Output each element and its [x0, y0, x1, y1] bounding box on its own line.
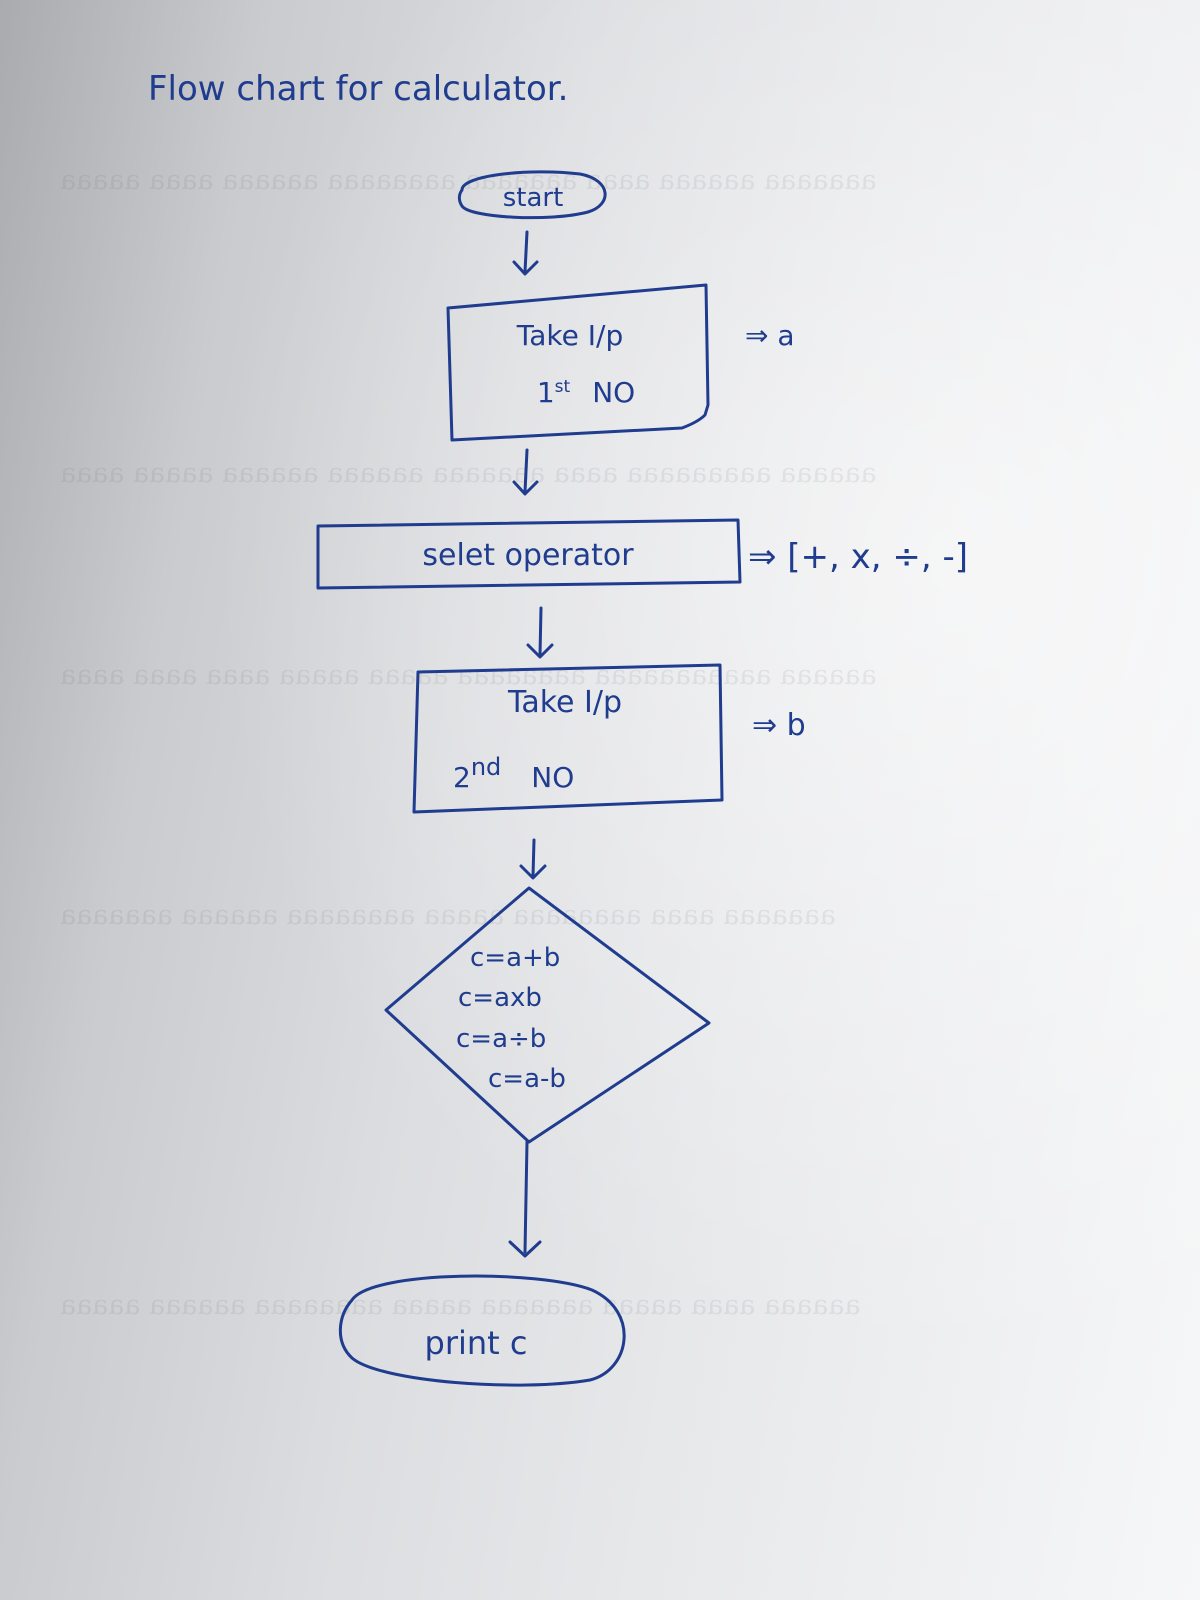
input-b-annotation: ⇒ b: [752, 708, 806, 743]
input-a-annotation: ⇒ a: [745, 319, 795, 352]
compute-expression: c=axb: [458, 983, 542, 1013]
arrow-icon: [512, 230, 539, 276]
compute-node: c=a+b c=axb c=a÷b c=a-b: [384, 886, 711, 1144]
arrow-icon: [512, 448, 539, 496]
input-a-label: Take I/p: [516, 319, 623, 352]
arrow-icon: [526, 606, 554, 659]
start-label: start: [503, 183, 564, 213]
start-node: start: [457, 170, 607, 220]
operator-annotation: ⇒ [+, x, ÷, -]: [748, 537, 968, 577]
compute-expression: c=a-b: [488, 1064, 566, 1094]
output-node: print c: [338, 1274, 626, 1387]
output-label: print c: [425, 1324, 528, 1362]
input-b-label: Take I/p: [507, 685, 622, 720]
operator-node: selet operator: [316, 518, 742, 590]
arrow-icon: [508, 1140, 542, 1258]
compute-expression: c=a÷b: [456, 1024, 546, 1054]
operator-label: selet operator: [422, 538, 634, 573]
arrow-icon: [519, 838, 547, 880]
compute-expression: c=a+b: [470, 943, 560, 973]
diagram-title: Flow chart for calculator.: [148, 69, 568, 109]
